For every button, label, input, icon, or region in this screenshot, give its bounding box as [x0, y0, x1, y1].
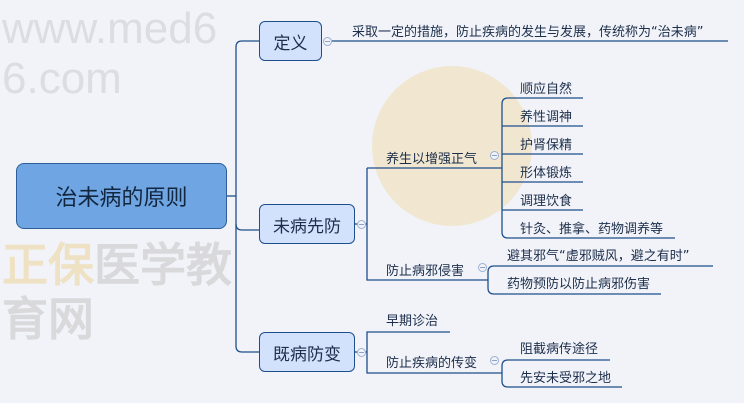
branch-connector [235, 223, 259, 231]
collapse-icon[interactable] [490, 151, 499, 160]
node-progression[interactable]: 既病防变 [259, 332, 355, 372]
leaf-item[interactable]: 避其邪气“虚邪贼风，避之有时” [507, 249, 690, 264]
node-early-treatment[interactable]: 早期诊治 [386, 314, 439, 329]
watermark-brand-suffix: 医学教育网 [2, 238, 232, 346]
node-definition[interactable]: 定义 [259, 21, 322, 61]
leaf-item[interactable]: 顺应自然 [520, 82, 573, 97]
transmission-leaf-bracket [501, 359, 622, 388]
leaf-item[interactable]: 针灸、推拿、药物调养等 [520, 222, 664, 237]
collapse-icon[interactable] [490, 356, 499, 365]
watermark-url: www.med66.com [2, 4, 218, 103]
nurture-bracket [501, 97, 675, 239]
watermark-brand-prefix: 正保 [2, 238, 94, 292]
collapse-icon[interactable] [357, 220, 366, 229]
leaf-item[interactable]: 先安未受邪之地 [520, 371, 612, 386]
leaf-item[interactable]: 药物预防以防止病邪伤害 [507, 277, 651, 292]
collapse-icon[interactable] [323, 37, 332, 46]
leaf-item[interactable]: 形体锻炼 [520, 166, 573, 181]
collapse-icon[interactable] [357, 348, 366, 357]
leaf-underlines [502, 125, 583, 211]
leaf-item[interactable]: 阻截病传途径 [520, 342, 599, 357]
node-prevention[interactable]: 未病先防 [259, 204, 355, 244]
leaf-item[interactable]: 养性调神 [520, 110, 573, 125]
prevention-bracket [366, 168, 488, 281]
collapse-icon[interactable] [478, 263, 487, 272]
root-node[interactable]: 治未病的原则 [16, 163, 227, 229]
node-transmission[interactable]: 防止疾病的传变 [386, 356, 478, 371]
leaf-item[interactable]: 护肾保精 [520, 138, 573, 153]
node-invasion[interactable]: 防止病邪侵害 [386, 264, 465, 279]
invasion-bracket [487, 265, 713, 295]
watermark-brand: 正保医学教育网 [2, 238, 236, 346]
leaf-item[interactable]: 调理饮食 [520, 194, 573, 209]
trunk-line [235, 40, 259, 353]
definition-text[interactable]: 采取一定的措施，防止疾病的发生与发展，传统称为“治未病” [352, 25, 704, 40]
watermark-logo [372, 66, 532, 226]
node-nurture[interactable]: 养生以增强正气 [386, 152, 478, 167]
transmission-bracket [366, 331, 502, 374]
